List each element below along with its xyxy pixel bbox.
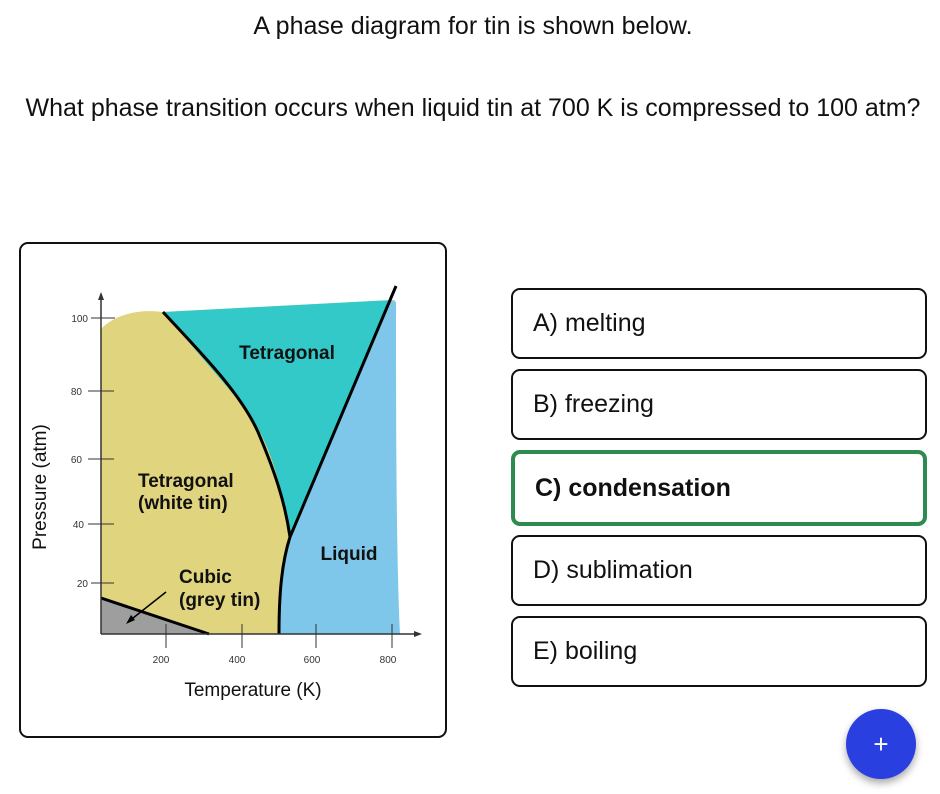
option-d-label: D) sublimation — [533, 556, 693, 584]
y-axis-label: Pressure (atm) — [30, 424, 51, 550]
arrow-head-icon — [126, 615, 135, 624]
label-white-tin-2: (white tin) — [138, 493, 228, 514]
y-tick-20: 20 — [77, 579, 89, 590]
intro-text: A phase diagram for tin is shown below. — [253, 12, 693, 40]
question-text: What phase transition occurs when liquid… — [25, 94, 921, 122]
x-tick-400: 400 — [229, 655, 246, 666]
phase-diagram-card: 100 80 60 40 20 200 400 600 800 Temperat… — [19, 242, 447, 738]
option-a-label: A) melting — [533, 309, 646, 337]
grey-white-boundary — [100, 596, 210, 636]
x-tick-600: 600 — [304, 655, 321, 666]
option-c-label: C) condensation — [535, 473, 731, 502]
option-b[interactable]: B) freezing — [511, 369, 927, 440]
label-grey-tin-1: Cubic — [179, 567, 232, 588]
add-fab-button[interactable]: + — [846, 709, 916, 779]
x-tick-200: 200 — [153, 655, 170, 666]
y-tick-60: 60 — [71, 455, 83, 466]
option-b-label: B) freezing — [533, 390, 654, 418]
white-tetragonal-boundary — [161, 310, 292, 538]
option-c-selected[interactable]: C) condensation — [511, 450, 927, 526]
y-tick-100: 100 — [71, 314, 88, 325]
phase-diagram: 100 80 60 40 20 200 400 600 800 Temperat… — [30, 285, 422, 701]
label-grey-tin-2: (grey tin) — [179, 590, 260, 611]
label-tetragonal: Tetragonal — [239, 343, 335, 364]
y-tick-40: 40 — [73, 520, 85, 531]
option-a[interactable]: A) melting — [511, 288, 927, 359]
melting-curve-lower — [277, 536, 292, 635]
option-d[interactable]: D) sublimation — [511, 535, 927, 606]
tetragonal-region — [163, 300, 392, 537]
option-e[interactable]: E) boiling — [511, 616, 927, 687]
x-tick-800: 800 — [380, 655, 397, 666]
liquid-region — [279, 300, 400, 634]
y-tick-80: 80 — [71, 387, 83, 398]
option-e-label: E) boiling — [533, 637, 638, 665]
label-white-tin-1: Tetragonal — [138, 471, 234, 492]
melting-curve-upper — [288, 285, 398, 538]
label-liquid: Liquid — [321, 544, 378, 565]
x-axis-label: Temperature (K) — [184, 680, 321, 701]
plus-icon: + — [873, 728, 889, 759]
